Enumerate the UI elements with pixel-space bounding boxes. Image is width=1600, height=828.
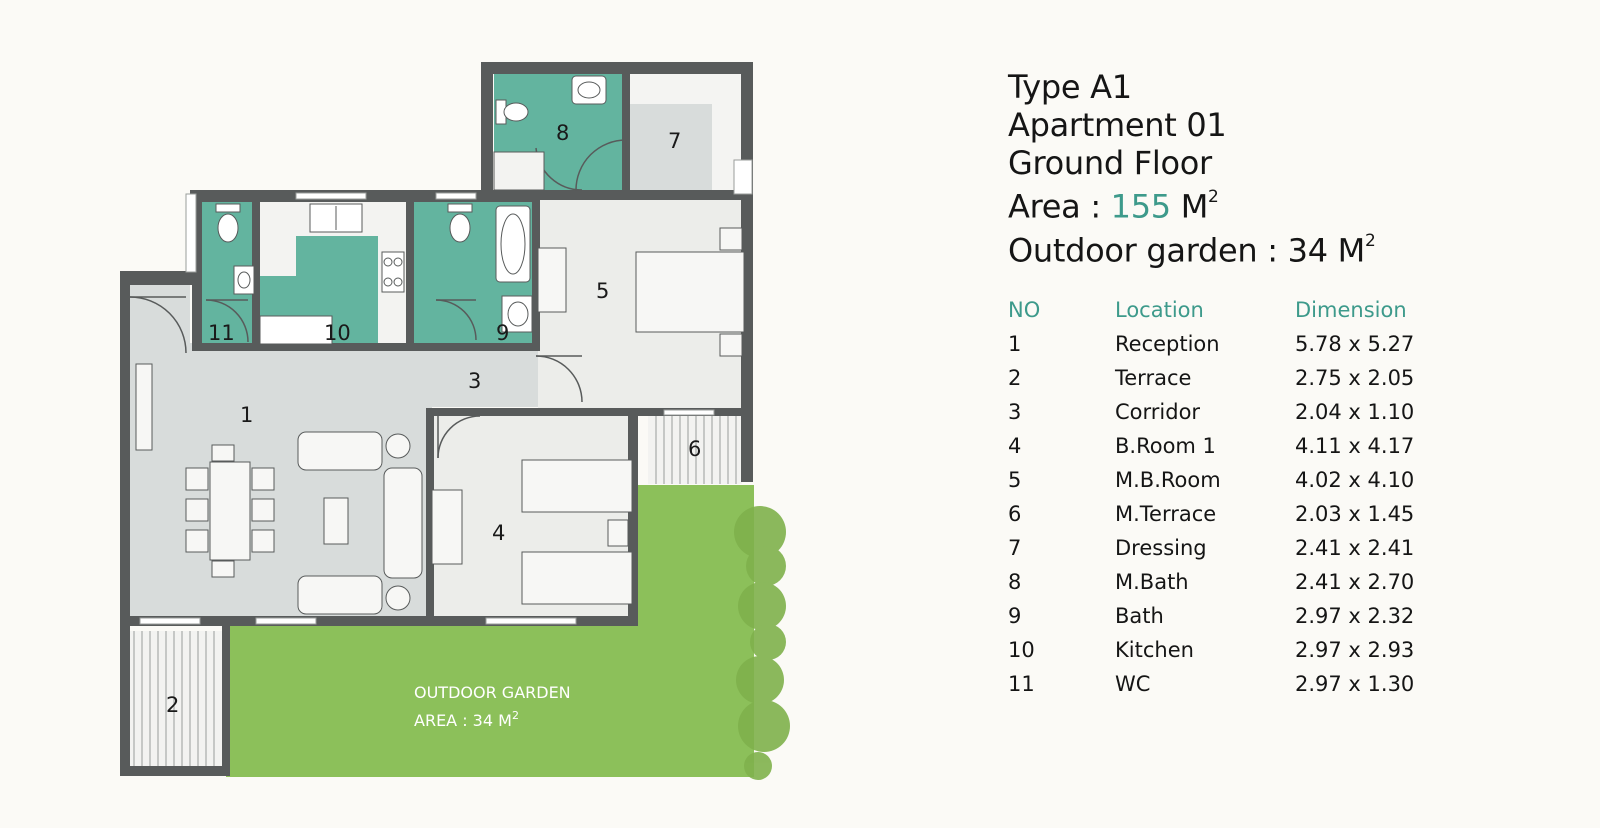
floor-plan: 1 2 3 4 5 6 7 8 9 10 11 OUTDOOR GARDEN A… (120, 62, 790, 780)
row-no: 10 (1008, 638, 1035, 663)
apartment-type: Type A1 (1008, 68, 1132, 106)
col-no: NO (1008, 298, 1041, 323)
reception-floor (126, 343, 432, 621)
entry-floor (120, 283, 190, 347)
windows (139, 159, 753, 625)
apartment-info: Type A1 Apartment 01 Ground Floor Area :… (1008, 68, 1568, 701)
terrace-deck (126, 631, 228, 771)
apartment-area: Area : 155 M2 (1008, 187, 1219, 226)
row-dimension: 2.04 x 1.10 (1295, 400, 1415, 425)
table-row: 4 B.Room 1 4.11 x 4.17 (1008, 429, 1495, 463)
row-dimension: 2.03 x 1.45 (1295, 502, 1415, 527)
row-no: 3 (1008, 400, 1022, 425)
room-table: NO Location Dimension 1 Reception 5.78 x 5… (1008, 293, 1495, 701)
row-dimension: 2.41 x 2.41 (1295, 536, 1415, 561)
table-row: 5 M.B.Room 4.02 x 4.10 (1008, 463, 1495, 497)
table-row: 11 WC 2.97 x 1.30 (1008, 667, 1495, 701)
kitchen-counter-left (260, 200, 296, 276)
row-no: 4 (1008, 434, 1022, 459)
room-table-header: NO Location Dimension (1008, 293, 1495, 327)
row-dimension: 2.97 x 2.93 (1295, 638, 1415, 663)
outdoor-garden-area: Outdoor garden : 34 M2 (1008, 230, 1376, 270)
row-dimension: 2.97 x 2.32 (1295, 604, 1415, 629)
garden-area: AREA : 34 M2 (414, 709, 519, 730)
row-location: M.Bath (1115, 570, 1189, 595)
row-no: 2 (1008, 366, 1022, 391)
room-number-5: 5 (596, 279, 609, 303)
room-number-11: 11 (208, 321, 235, 345)
row-no: 11 (1008, 672, 1035, 697)
bedroom1-furniture (431, 459, 633, 605)
row-location: B.Room 1 (1115, 434, 1216, 459)
row-dimension: 5.78 x 5.27 (1295, 332, 1415, 357)
row-location: Reception (1115, 332, 1220, 357)
row-dimension: 4.11 x 4.17 (1295, 434, 1415, 459)
table-row: 8 M.Bath 2.41 x 2.70 (1008, 565, 1495, 599)
room-number-9: 9 (496, 321, 509, 345)
room-number-1: 1 (240, 403, 253, 427)
kitchen-fixtures (259, 203, 405, 345)
row-location: M.Terrace (1115, 502, 1217, 527)
master-terrace-deck (648, 414, 742, 484)
table-row: 3 Corridor 2.04 x 1.10 (1008, 395, 1495, 429)
row-location: WC (1115, 672, 1151, 697)
row-dimension: 4.02 x 4.10 (1295, 468, 1415, 493)
row-location: Dressing (1115, 536, 1207, 561)
floor-level: Ground Floor (1008, 144, 1212, 182)
apartment-number: Apartment 01 (1008, 106, 1227, 144)
row-dimension: 2.75 x 2.05 (1295, 366, 1415, 391)
garden-strip (634, 485, 754, 615)
row-no: 9 (1008, 604, 1022, 629)
col-location: Location (1115, 298, 1204, 323)
garden-label: OUTDOOR GARDEN (414, 683, 571, 702)
bath-fixtures (447, 203, 533, 333)
table-row: 2 Terrace 2.75 x 2.05 (1008, 361, 1495, 395)
room-number-6: 6 (688, 437, 701, 461)
row-location: Terrace (1115, 366, 1192, 391)
row-no: 6 (1008, 502, 1022, 527)
room-number-10: 10 (324, 321, 351, 345)
row-location: Bath (1115, 604, 1164, 629)
row-dimension: 2.41 x 2.70 (1295, 570, 1415, 595)
row-location: Kitchen (1115, 638, 1194, 663)
room-number-2: 2 (166, 693, 179, 717)
table-row: 6 M.Terrace 2.03 x 1.45 (1008, 497, 1495, 531)
room-number-8: 8 (556, 121, 569, 145)
col-dimension: Dimension (1295, 298, 1407, 323)
reception-furniture (135, 363, 423, 615)
master-bath-fixtures (493, 75, 607, 191)
door-swings (129, 139, 627, 459)
table-row: 10 Kitchen 2.97 x 2.93 (1008, 633, 1495, 667)
room-number-7: 7 (668, 129, 681, 153)
dressing-wardrobe (628, 104, 712, 192)
table-row: 7 Dressing 2.41 x 2.41 (1008, 531, 1495, 565)
room-number-4: 4 (492, 521, 505, 545)
row-no: 1 (1008, 332, 1022, 357)
row-location: Corridor (1115, 400, 1201, 425)
table-row: 9 Bath 2.97 x 2.32 (1008, 599, 1495, 633)
row-no: 7 (1008, 536, 1022, 561)
row-location: M.B.Room (1115, 468, 1221, 493)
row-no: 5 (1008, 468, 1022, 493)
master-bedroom-furniture (537, 227, 745, 357)
table-row: 1 Reception 5.78 x 5.27 (1008, 327, 1495, 361)
wc-fixtures (215, 203, 255, 295)
row-dimension: 2.97 x 1.30 (1295, 672, 1415, 697)
room-number-3: 3 (468, 369, 481, 393)
row-no: 8 (1008, 570, 1022, 595)
corridor-floor (430, 343, 538, 407)
tree-hedge (734, 506, 790, 780)
